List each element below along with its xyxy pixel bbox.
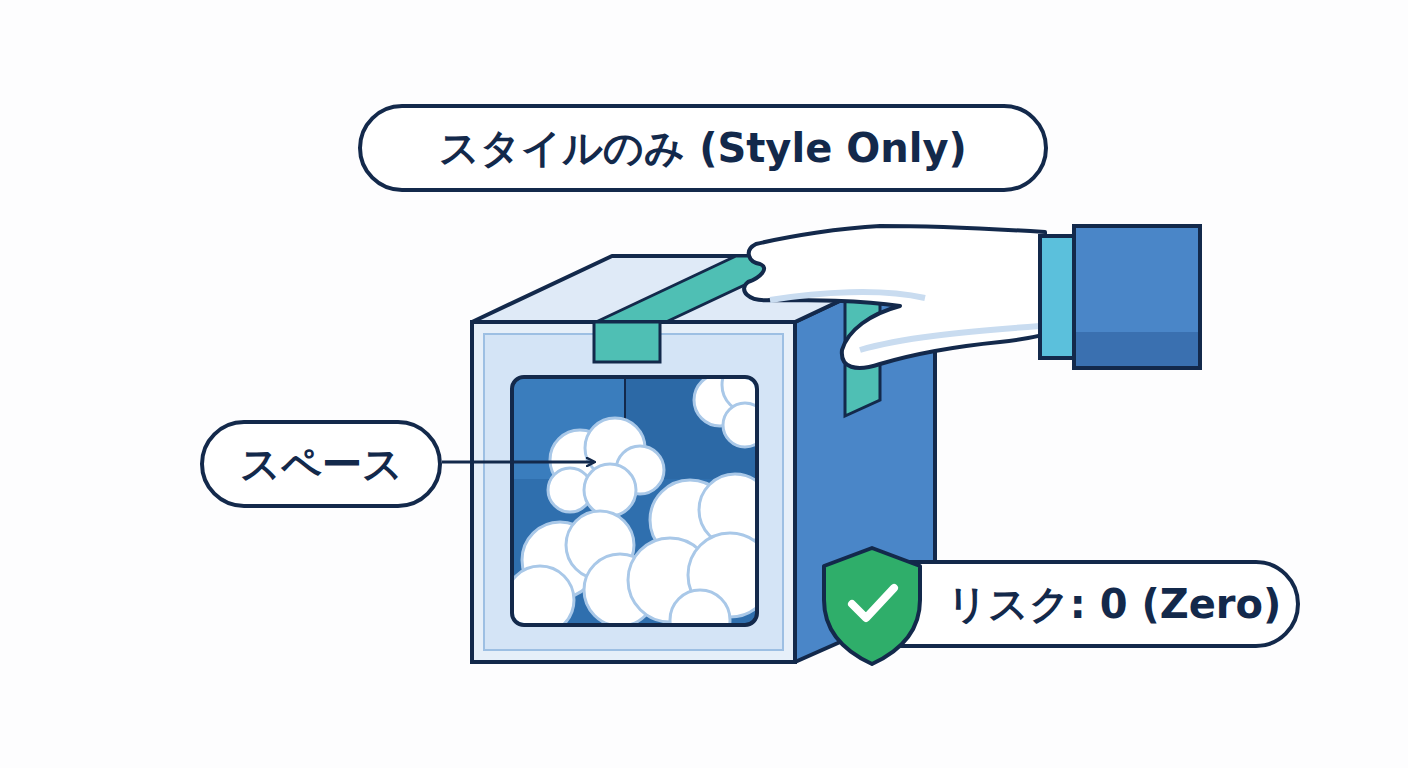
box-front-inner [484, 334, 783, 650]
shield-icon [824, 548, 920, 664]
node-text: スペース [240, 437, 403, 492]
status-pill: リスク: 0 (Zero) [832, 560, 1300, 648]
callout-pill: スペース [200, 420, 442, 508]
hand [744, 226, 1200, 368]
leader-arrow [442, 461, 594, 464]
title-pill: スタイルのみ (Style Only) [358, 104, 1048, 192]
cloud-group [514, 379, 755, 623]
check-mark [852, 588, 894, 618]
node-text: スタイルのみ (Style Only) [439, 121, 967, 176]
tape [594, 322, 660, 362]
box-front [472, 322, 795, 662]
node-text: リスク: 0 (Zero) [947, 577, 1282, 632]
